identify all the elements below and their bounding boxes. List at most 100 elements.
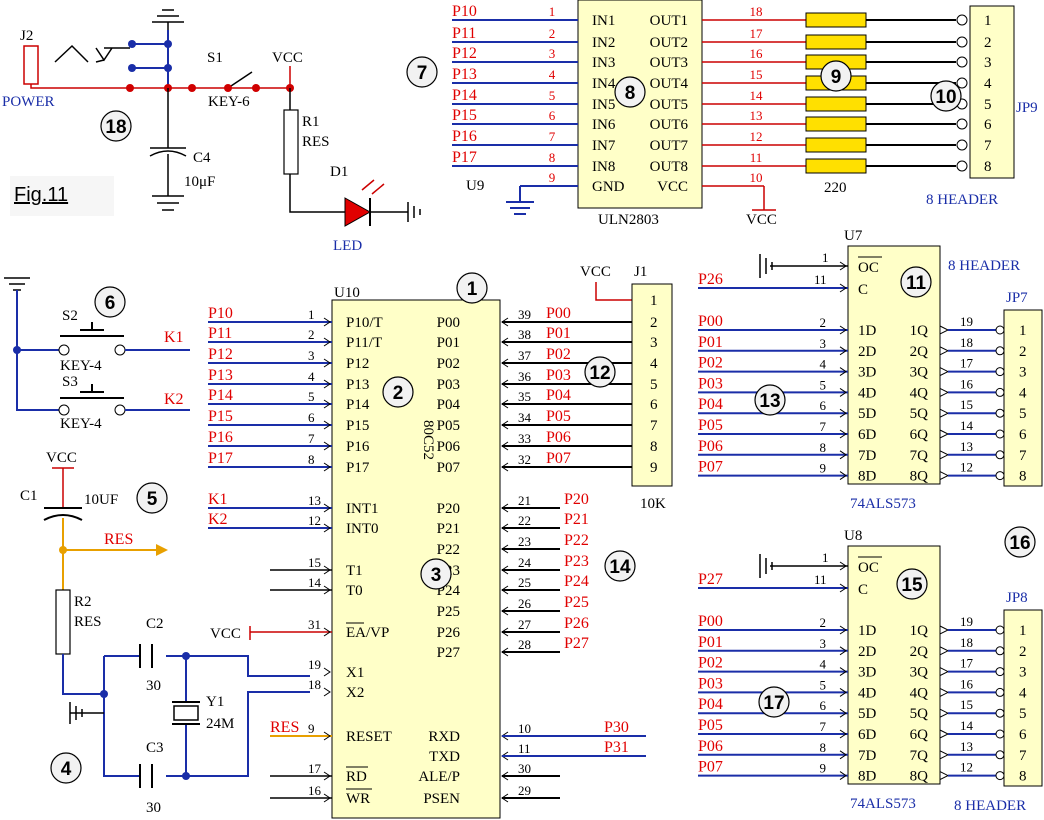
crystal-plates bbox=[172, 701, 200, 725]
pin-marker bbox=[323, 441, 331, 451]
latch2-header-pin-circle bbox=[995, 625, 1005, 635]
latch2-d-num: 8 bbox=[820, 740, 827, 755]
latch2-d-name: 1D bbox=[858, 623, 877, 639]
latch1-q-num: 14 bbox=[960, 418, 974, 433]
pin-marker bbox=[939, 749, 950, 760]
pin-marker bbox=[939, 470, 950, 481]
ground-symbol-top bbox=[152, 9, 184, 30]
mcu-left-net-k1: K1 bbox=[208, 491, 228, 508]
reset-vcc-stub bbox=[52, 467, 74, 508]
latch2-header-pin-circle bbox=[995, 646, 1005, 656]
s2-switch bbox=[60, 322, 124, 337]
u9-in-net-p13: P13 bbox=[452, 66, 477, 83]
u9-series-resistor bbox=[805, 12, 867, 28]
latch2-q-name: 6Q bbox=[910, 727, 929, 743]
latch2-ref: U8 bbox=[844, 528, 862, 544]
mcu-right-pin-num: 30 bbox=[518, 761, 531, 776]
latch2-d-name: 5D bbox=[858, 706, 877, 722]
latch2-header-pin-num: 8 bbox=[1019, 769, 1027, 785]
latch1-header-pin-circle bbox=[995, 325, 1005, 335]
u9-out-pin-num: 11 bbox=[750, 150, 763, 165]
mcu-left-pin-num: 16 bbox=[308, 783, 322, 798]
jp9-pin-num: 2 bbox=[984, 35, 992, 51]
pin-marker bbox=[939, 387, 950, 398]
led-label: LED bbox=[333, 238, 362, 254]
mcu-left-pin-name: P10/T bbox=[346, 315, 383, 331]
latch2-d-num: 3 bbox=[820, 636, 827, 651]
latch1-q-name: 6Q bbox=[910, 427, 929, 443]
c1-capacitor bbox=[43, 507, 83, 521]
c3-value: 30 bbox=[146, 800, 161, 816]
callout-number-15: 15 bbox=[901, 575, 923, 596]
keys-ground bbox=[4, 277, 30, 291]
latch2-q-name: 8Q bbox=[910, 769, 929, 785]
r1-ref: R1 bbox=[302, 114, 320, 130]
pin-marker bbox=[939, 645, 950, 656]
u9-out-pin-num: 13 bbox=[750, 108, 763, 123]
j1-body bbox=[631, 283, 673, 487]
mcu-right-net-p21: P21 bbox=[564, 511, 589, 528]
pin-marker bbox=[323, 687, 331, 697]
jp9-pin-circle bbox=[956, 118, 968, 130]
latch1-header-pin-num: 1 bbox=[1019, 323, 1027, 339]
latch2-header-ref: JP8 bbox=[1006, 590, 1028, 606]
r1-to-led-wire bbox=[289, 174, 345, 213]
mcu-right-net-p01: P01 bbox=[546, 325, 571, 342]
fig-label-box bbox=[10, 176, 114, 216]
c1-value: 10UF bbox=[84, 492, 118, 508]
latch1-header-pin-num: 7 bbox=[1019, 448, 1027, 464]
mcu-left-pin-num: 6 bbox=[308, 410, 315, 425]
u9-out-pin-name: OUT8 bbox=[650, 159, 688, 175]
latch2-q-name: 7Q bbox=[910, 748, 929, 764]
j1-pin-num: 8 bbox=[650, 439, 658, 455]
u9-vcc-stub bbox=[752, 186, 776, 211]
latch1-q-num: 18 bbox=[960, 335, 973, 350]
latch2-c-label: C bbox=[858, 582, 868, 598]
keys-ground-wire bbox=[16, 290, 60, 411]
callout-circle-15 bbox=[896, 568, 928, 600]
led-ground bbox=[370, 202, 421, 222]
jp9-pin-num: 5 bbox=[984, 97, 992, 113]
callout-number-16: 16 bbox=[1009, 533, 1030, 554]
latch2-q-num: 17 bbox=[960, 656, 974, 671]
mcu-left-pin-name: P14 bbox=[346, 397, 370, 413]
latch2-d-net-p05: P05 bbox=[698, 717, 723, 734]
mcu-left-pin-num: 5 bbox=[308, 389, 315, 404]
latch2-c-net: P27 bbox=[698, 571, 723, 588]
latch2-d-name: 7D bbox=[858, 748, 877, 764]
u9-out-pin-name: OUT5 bbox=[650, 97, 688, 113]
u9-in-net-p11: P11 bbox=[452, 25, 476, 42]
mcu-left-pin-name: T0 bbox=[346, 583, 363, 599]
mcu-left-pin-name: WR bbox=[346, 791, 370, 807]
latch2-d-net-p01: P01 bbox=[698, 634, 723, 651]
pin-marker bbox=[839, 561, 847, 571]
jp9-pin-num: 1 bbox=[984, 13, 992, 29]
mcu-right-pin-name: P00 bbox=[437, 315, 460, 331]
pin-marker bbox=[323, 793, 331, 803]
u9-in-pin-name: IN8 bbox=[592, 159, 615, 175]
mcu-right-pin-num: 39 bbox=[518, 307, 531, 322]
mcu-right-net-p05: P05 bbox=[546, 408, 571, 425]
jp9-pin-circle bbox=[956, 36, 968, 48]
latch2-q-num: 13 bbox=[960, 739, 973, 754]
j1-pin-num: 7 bbox=[650, 418, 658, 434]
pin-marker bbox=[323, 585, 331, 595]
callout-number-10: 10 bbox=[935, 87, 956, 108]
callout-number-11: 11 bbox=[906, 273, 927, 294]
latch2-d-num: 9 bbox=[820, 761, 827, 776]
c1-ref: C1 bbox=[20, 488, 38, 504]
j1-pin-num: 6 bbox=[650, 397, 658, 413]
latch1-ref: U7 bbox=[844, 228, 863, 244]
latch1-d-net-p03: P03 bbox=[698, 375, 723, 392]
latch2-header-pin-num: 3 bbox=[1019, 665, 1027, 681]
mcu-right-pin-num: 35 bbox=[518, 389, 531, 404]
latch2-d-num: 7 bbox=[820, 719, 827, 734]
u9-out-pin-num: 12 bbox=[750, 129, 763, 144]
jp9-pin-num: 3 bbox=[984, 55, 992, 71]
mcu-left-net-p14: P14 bbox=[208, 387, 233, 404]
mcu-left-net-p10: P10 bbox=[208, 305, 233, 322]
latch1-header-pin-num: 5 bbox=[1019, 406, 1027, 422]
